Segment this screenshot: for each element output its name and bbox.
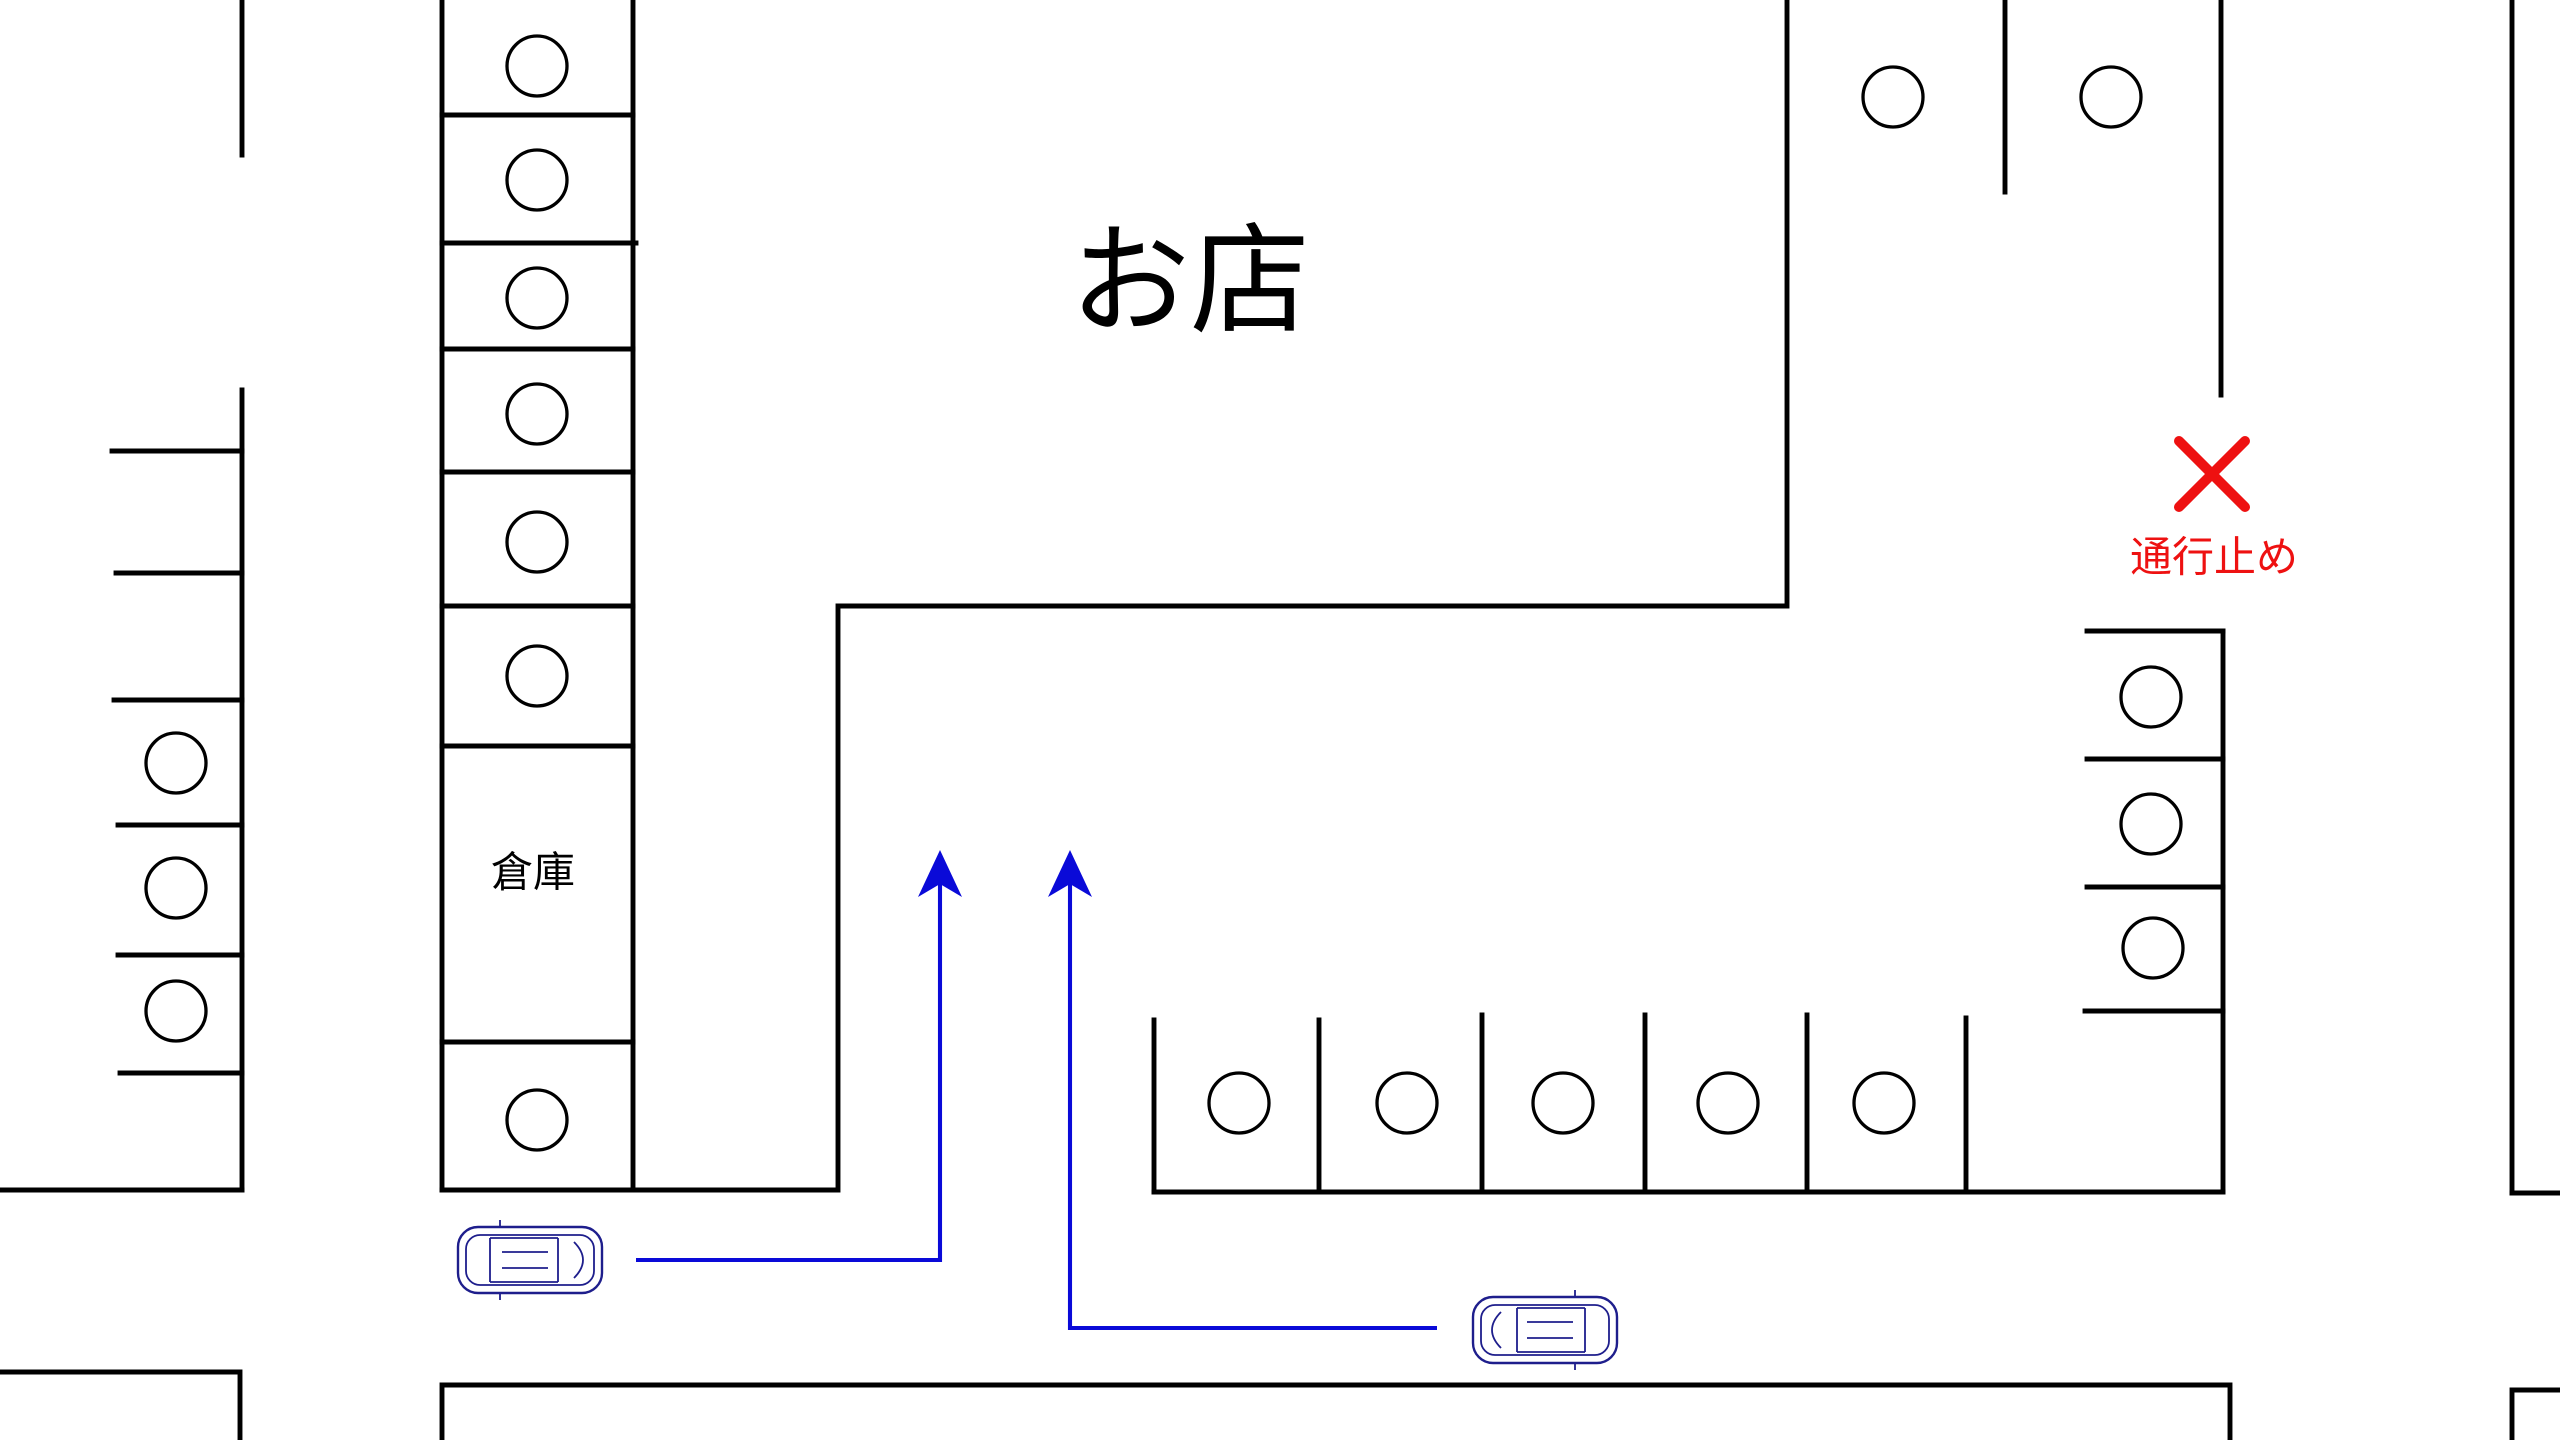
parking-spot[interactable] bbox=[144, 979, 208, 1043]
store-building: お店 bbox=[835, 0, 1790, 1193]
arrowhead bbox=[918, 850, 962, 897]
parking-spot[interactable] bbox=[505, 644, 569, 708]
parking-spot[interactable] bbox=[2079, 65, 2143, 129]
center-left-parking-column: 倉庫 bbox=[439, 0, 839, 1193]
far-right-lower-corner bbox=[2509, 1387, 2560, 1440]
car-top-view-icon[interactable] bbox=[456, 1220, 604, 1300]
road-closed-marker: 通行止め bbox=[2130, 436, 2298, 582]
route-arrow-1 bbox=[636, 850, 962, 1263]
parking-spot[interactable] bbox=[505, 510, 569, 574]
right-parking-column bbox=[2082, 628, 2226, 1195]
route-arrow-2 bbox=[1048, 850, 1437, 1331]
blue-arrow-icon bbox=[636, 880, 943, 1263]
bottom-edges bbox=[0, 1369, 2233, 1440]
parking-spot[interactable] bbox=[2119, 792, 2183, 856]
parking-spot[interactable] bbox=[1531, 1071, 1595, 1135]
car-top-view-icon[interactable] bbox=[1471, 1290, 1619, 1370]
top-right-parking bbox=[1861, 0, 2224, 398]
parking-spot[interactable] bbox=[1207, 1071, 1271, 1135]
store-label: お店 bbox=[1070, 213, 1310, 352]
left-parking-row bbox=[0, 0, 245, 1193]
parking-spot[interactable] bbox=[505, 1088, 569, 1152]
warehouse-label: 倉庫 bbox=[491, 848, 575, 897]
parking-spot[interactable] bbox=[505, 382, 569, 446]
parking-spot[interactable] bbox=[1852, 1071, 1916, 1135]
parking-spot[interactable] bbox=[505, 34, 569, 98]
far-right-edges bbox=[2509, 0, 2560, 1440]
bottom-parking-row bbox=[1151, 1012, 2226, 1195]
parking-spot[interactable] bbox=[144, 731, 208, 795]
parking-spot[interactable] bbox=[1696, 1071, 1760, 1135]
red-x-icon bbox=[2174, 436, 2250, 512]
bottom-center-block bbox=[439, 1382, 2233, 1440]
arrowhead bbox=[1048, 850, 1092, 897]
parking-spot[interactable] bbox=[1375, 1071, 1439, 1135]
store-outline bbox=[835, 0, 1790, 1193]
parking-spot[interactable] bbox=[144, 856, 208, 920]
parking-spot[interactable] bbox=[1861, 65, 1925, 129]
parking-spot[interactable] bbox=[505, 148, 569, 212]
parking-spot[interactable] bbox=[505, 266, 569, 330]
parking-spot[interactable] bbox=[2121, 916, 2185, 980]
bottom-left-block bbox=[0, 1369, 243, 1440]
parking-spot[interactable] bbox=[2119, 665, 2183, 729]
road-closed-label: 通行止め bbox=[2130, 533, 2298, 582]
blue-arrow-icon bbox=[1067, 880, 1437, 1331]
